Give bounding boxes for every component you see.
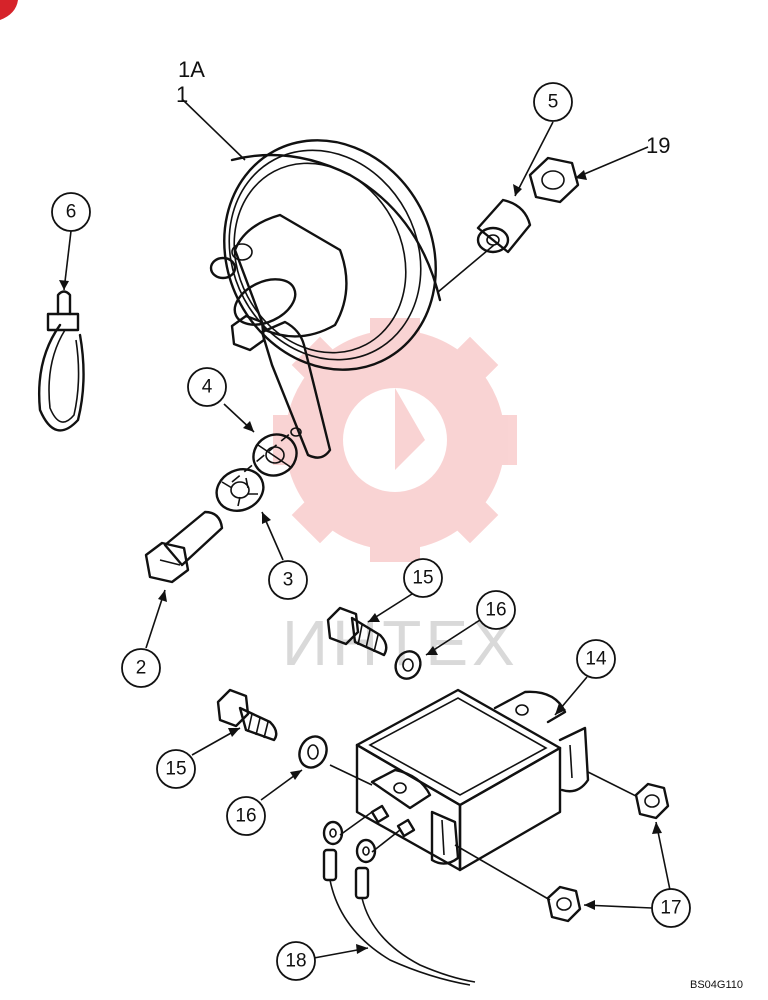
relay-14 [355,688,590,872]
callout-1a: 1A [178,57,205,82]
svg-text:16: 16 [485,600,506,621]
callout-17: 17 [651,888,691,928]
horn [209,139,442,459]
callout-6: 6 [51,192,91,232]
cable-tie-6 [38,290,85,432]
assembly-line-nut-17-upper [587,771,637,797]
spacer-5 [476,198,532,254]
svg-text:4: 4 [202,377,213,398]
svg-text:15: 15 [412,568,433,589]
washer-16-upper [394,650,422,680]
corner-mark [0,0,18,20]
assembly-line-relay [329,764,373,786]
lock-washer-4 [252,433,298,477]
svg-text:18: 18 [285,951,306,972]
drawing-code: BS04G110 [690,979,743,991]
svg-text:17: 17 [660,898,681,919]
nut-17-upper [634,782,670,820]
svg-text:15: 15 [165,759,186,780]
svg-text:2: 2 [136,658,147,679]
wire-harness-18 [322,811,476,986]
svg-text:16: 16 [235,806,256,827]
washer-16-lower [298,735,328,769]
assembly-line-washers [231,431,293,483]
callout-2: 2 [121,648,161,688]
nut-19 [528,156,580,204]
svg-text:14: 14 [585,649,607,670]
watermark-text: ИНТЕХ [282,607,519,679]
callout-4: 4 [187,367,227,407]
bolt-2 [144,510,224,584]
callout-leaders [59,99,671,959]
star-washer-3 [215,468,265,512]
callout-18: 18 [276,941,316,981]
nut-17-lower [546,885,582,923]
callout-1: 1 [176,82,188,107]
watermark-gear-icon [273,318,517,562]
bolt-15-upper [326,606,388,657]
callout-5: 5 [533,82,573,122]
callout-14: 14 [576,639,616,679]
callout-3: 3 [268,560,308,600]
callout-16-lower: 16 [226,796,266,836]
assembly-line-nut-17-lower [454,844,551,901]
assembly-line-horn-spacer [437,244,495,293]
bolt-15-lower [216,688,278,742]
svg-text:6: 6 [66,202,77,223]
svg-text:3: 3 [283,570,294,591]
callout-15-lower: 15 [156,749,196,789]
callout-19: 19 [646,133,670,158]
callout-16-upper: 16 [476,590,516,630]
svg-text:5: 5 [548,92,559,113]
callout-15-upper: 15 [403,558,443,598]
